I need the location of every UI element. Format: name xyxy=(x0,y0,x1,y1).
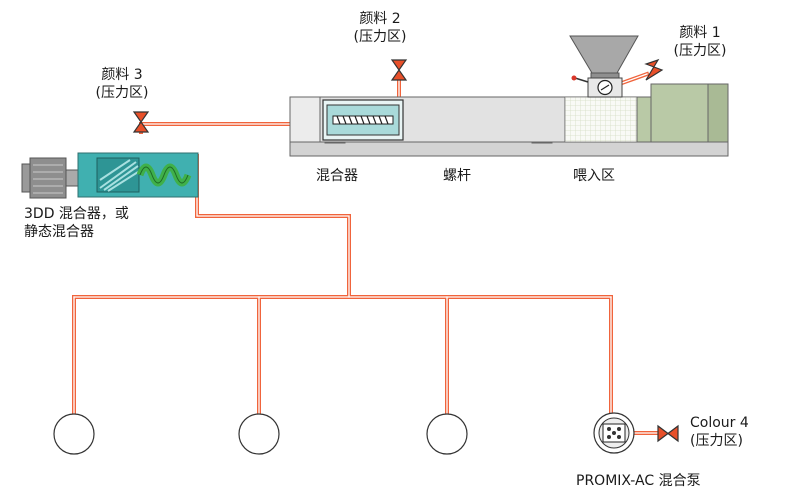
extruder-machine xyxy=(289,35,729,157)
mixer-label: 混合器 xyxy=(316,168,358,184)
hopper-throat xyxy=(590,72,620,79)
pump-label: PROMIX-AC 混合泵 xyxy=(576,473,701,489)
static-mixer-unit xyxy=(21,152,199,199)
pigment-3-zone: (压力区) xyxy=(95,85,149,101)
pigment-1-label: 颜料 1 (压力区) xyxy=(660,24,740,60)
pigment-1-zone: (压力区) xyxy=(673,43,727,59)
lever-knob xyxy=(571,75,577,81)
valve-pigment-1 xyxy=(644,58,664,81)
static-mixer-line1: 3DD 混合器，或 xyxy=(24,206,129,222)
machine-base xyxy=(289,141,729,157)
feed-zone-label: 喂入区 xyxy=(573,168,615,184)
pigment-3-label: 颜料 3 (压力区) xyxy=(82,66,162,102)
static-mixer-line2: 静态混合器 xyxy=(24,224,94,240)
pigment-2-label: 颜料 2 (压力区) xyxy=(340,10,420,46)
motor-shaft xyxy=(65,169,79,187)
colour-4-name: Colour 4 xyxy=(690,415,749,431)
static-mixer-label: 3DD 混合器，或 静态混合器 xyxy=(24,205,129,241)
promix-pump xyxy=(593,412,635,454)
motor-endcap xyxy=(21,163,31,193)
colour-4-label: Colour 4 (压力区) xyxy=(690,414,749,450)
pigment-3-name: 颜料 3 xyxy=(101,67,143,83)
pigment-2-name: 颜料 2 xyxy=(359,11,401,27)
container-2 xyxy=(238,413,280,455)
screw-label: 螺杆 xyxy=(443,168,471,184)
container-1 xyxy=(53,413,95,455)
motor-body xyxy=(29,157,67,199)
pigment-1-name: 颜料 1 xyxy=(679,25,721,41)
valve-colour-4 xyxy=(657,424,679,443)
drive-end-cap xyxy=(707,83,729,143)
barrel-nozzle-end xyxy=(289,96,321,143)
valve-pigment-3 xyxy=(132,111,150,133)
dosing-lever xyxy=(574,77,589,83)
container-3 xyxy=(426,413,468,455)
colour-4-zone: (压力区) xyxy=(690,433,743,449)
pipe-mixer-to-barrel xyxy=(139,122,292,134)
drive-coupling xyxy=(636,96,652,143)
valve-pigment-2 xyxy=(390,59,408,81)
pigment-2-zone: (压力区) xyxy=(353,29,407,45)
drive-housing xyxy=(650,83,709,143)
hopper xyxy=(569,35,639,74)
